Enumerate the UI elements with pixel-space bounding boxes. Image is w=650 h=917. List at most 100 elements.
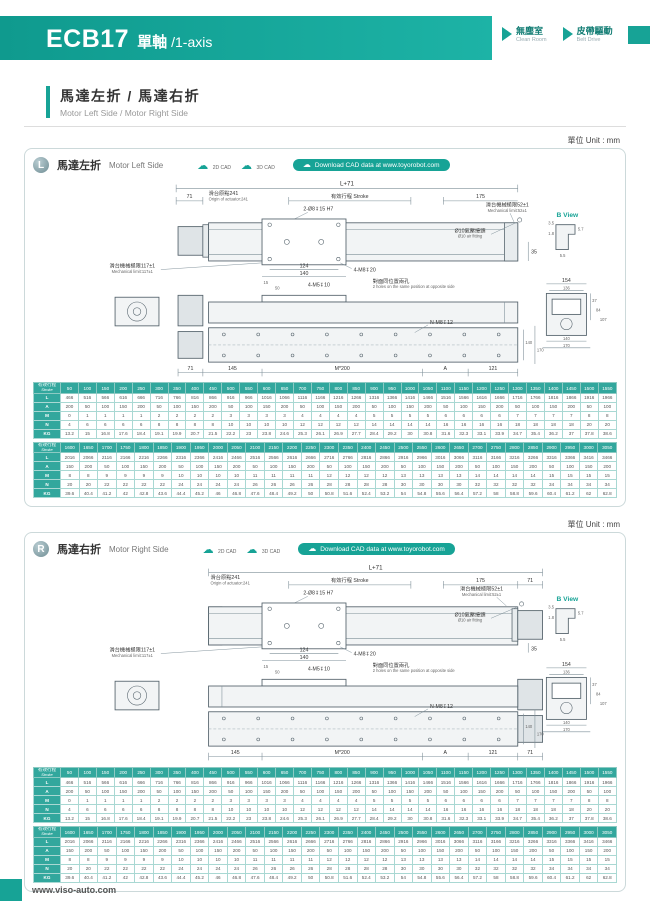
panel-title-zh: 馬達左折	[57, 160, 101, 172]
value-cell: 150	[185, 786, 205, 797]
stroke-col-header: 1950	[189, 441, 210, 454]
value-cell: 150	[134, 845, 154, 856]
cad-3d-button[interactable]: ☁ 3D CAD	[246, 540, 280, 558]
value-cell: 200	[346, 786, 366, 797]
stroke-col-header: 2750	[486, 826, 506, 838]
value-cell: 150	[356, 461, 377, 472]
value-cell: 6	[77, 804, 97, 815]
value-cell: 200	[226, 461, 247, 472]
value-cell: 18	[561, 419, 581, 430]
dim-145: 145	[228, 366, 237, 372]
value-cell: 12	[375, 854, 395, 865]
stroke-col-header: 1750	[115, 441, 136, 454]
value-cell: 1116	[292, 392, 312, 403]
m8-callout: 4-M8↧20	[354, 267, 376, 273]
value-cell: 12	[346, 804, 366, 815]
value-cell: 150	[400, 786, 420, 797]
stroke-col-header: 1100	[436, 766, 456, 779]
value-cell: 18	[543, 419, 563, 430]
download-cad-button[interactable]: ☁ Download CAD data at www.toyorobot.com	[292, 159, 450, 171]
value-cell: 11	[245, 470, 265, 481]
download-cad-button[interactable]: ☁ Download CAD data at www.toyorobot.com	[298, 543, 455, 556]
value-cell: 4	[346, 410, 366, 421]
section-title-zh: 馬達左折 / 馬達右折	[60, 88, 201, 104]
stroke-col-header: 1800	[134, 826, 154, 838]
value-cell: 14	[523, 854, 543, 865]
value-cell: 100	[597, 786, 618, 797]
row-label: N	[33, 804, 61, 815]
opposite-holes-en: 2 holes on the same position at opposite…	[373, 284, 456, 289]
stroke-col-header: 2800	[504, 826, 525, 838]
cad-2d-button[interactable]: ☁ 2D CAD	[203, 540, 237, 558]
value-cell: 50	[300, 872, 321, 883]
value-cell: 14	[523, 470, 543, 481]
value-cell: 8	[597, 795, 618, 806]
value-cell: 4	[60, 804, 79, 815]
stroke-col-header: 2150	[263, 826, 284, 838]
value-cell: 1	[95, 795, 115, 806]
value-cell: 1	[77, 795, 97, 806]
value-cell: 7	[525, 795, 545, 806]
stroke-col-header: 2200	[282, 441, 302, 454]
value-cell: 6	[131, 419, 151, 430]
value-cell: 616	[113, 392, 133, 403]
air-fitting-zh: Ø10氣壓接頭	[455, 611, 487, 619]
value-cell: 12	[375, 470, 395, 481]
cad-3d-button[interactable]: ☁ 3D CAD	[241, 156, 275, 174]
value-cell: 9	[152, 470, 173, 481]
row-label: A	[33, 461, 61, 472]
stroke-col-header: 2100	[245, 441, 265, 454]
value-cell: 8	[597, 410, 618, 421]
value-cell: 39.6	[60, 488, 80, 499]
value-cell: 200	[152, 461, 173, 472]
stroke-col-header: 2200	[282, 826, 302, 838]
value-cell: 15	[541, 470, 562, 481]
stroke-col-header: 700	[292, 766, 312, 779]
corner-accent-square	[628, 26, 650, 44]
stroke-col-header: 2600	[430, 826, 451, 838]
value-cell: 42.8	[134, 872, 154, 883]
value-cell: 46.8	[226, 488, 247, 499]
value-cell: 8	[78, 470, 99, 481]
value-cell: 6	[95, 804, 115, 815]
value-cell: 50	[300, 488, 321, 499]
stroke-col-header: 250	[131, 766, 151, 779]
value-cell: 2016	[60, 836, 80, 847]
value-cell: 14	[364, 804, 384, 815]
value-cell: 2166	[115, 836, 136, 847]
value-cell: 13	[449, 854, 469, 865]
row-label: M	[33, 470, 61, 481]
value-cell: 200	[60, 786, 79, 797]
air-fitting-en: Ø10 air fitting	[458, 234, 483, 239]
value-cell: 4	[292, 410, 312, 421]
value-cell: 5	[364, 410, 384, 421]
value-cell: 200	[226, 845, 247, 856]
value-cell: 33.1	[472, 428, 492, 439]
stroke-col-header: 200	[113, 382, 133, 394]
value-cell: 1816	[543, 777, 563, 788]
value-cell: 100	[525, 786, 545, 797]
stroke-col-header: 2150	[263, 441, 284, 454]
dim-m200: M*200	[335, 366, 350, 372]
value-cell: 24	[226, 479, 247, 490]
bottom-view	[177, 327, 519, 363]
dim-3-5: 3.5	[548, 605, 554, 610]
value-cell: 28	[319, 863, 339, 874]
value-cell: 36.2	[543, 428, 563, 439]
value-cell: 50	[541, 461, 562, 472]
value-cell: 100	[239, 786, 259, 797]
value-cell: 2816	[356, 836, 377, 847]
value-cell: 1916	[579, 777, 599, 788]
value-cell: 24	[189, 479, 210, 490]
value-cell: 54.8	[412, 872, 432, 883]
stroke-col-header: 2650	[449, 441, 469, 454]
value-cell: 25.3	[292, 428, 312, 439]
cad-2d-button[interactable]: ☁ 2D CAD	[197, 156, 231, 174]
value-cell: 200	[418, 786, 438, 797]
